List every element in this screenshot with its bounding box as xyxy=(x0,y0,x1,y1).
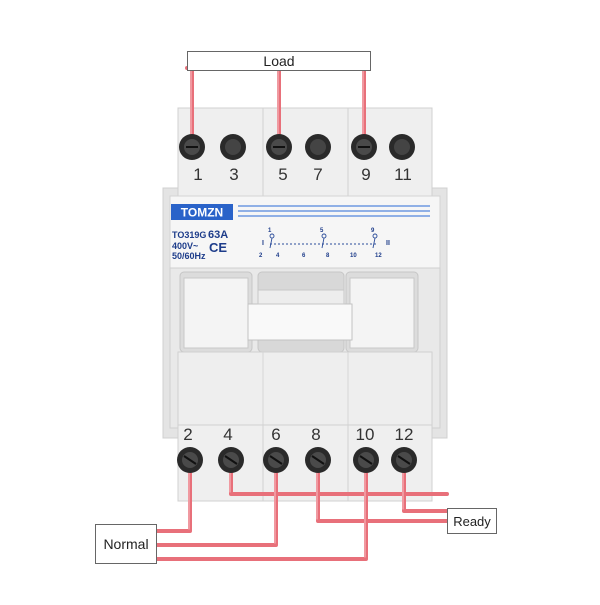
terminal-screw-11 xyxy=(389,134,415,160)
terminal-screw-9 xyxy=(351,134,377,160)
frequency-rating: 50/60Hz xyxy=(172,251,206,261)
terminal-label-2: 2 xyxy=(183,425,192,444)
terminal-screw-6 xyxy=(263,447,289,473)
position-one-label: I xyxy=(262,240,264,247)
brand-stripes xyxy=(238,205,430,217)
terminal-label-1: 1 xyxy=(193,165,202,184)
terminal-screw-5 xyxy=(266,134,292,160)
schematic-num-2: 2 xyxy=(259,253,263,259)
terminal-screw-2 xyxy=(177,447,203,473)
terminal-label-9: 9 xyxy=(361,165,370,184)
terminal-screw-12 xyxy=(391,447,417,473)
position-two-label: II xyxy=(386,240,390,247)
terminal-screw-4 xyxy=(218,447,244,473)
ready-wire-8 xyxy=(316,458,449,523)
bottom-terminal-numbers: 2 4 6 8 10 12 xyxy=(183,425,413,444)
load-label: Load xyxy=(187,51,371,71)
terminal-label-10: 10 xyxy=(356,425,375,444)
schematic-num-6: 6 xyxy=(302,253,306,259)
schematic-num-9: 9 xyxy=(371,228,375,234)
terminal-screw-1 xyxy=(179,134,205,160)
terminal-screw-3 xyxy=(220,134,246,160)
schematic-num-1: 1 xyxy=(268,228,272,234)
ce-mark: CE xyxy=(209,240,227,255)
schematic-num-8: 8 xyxy=(326,253,330,259)
voltage-rating: 400V~ xyxy=(172,241,198,251)
terminal-label-6: 6 xyxy=(271,425,280,444)
normal-wire-6 xyxy=(153,458,278,547)
top-terminals xyxy=(179,134,415,160)
terminal-label-4: 4 xyxy=(223,425,232,444)
switch-schematic xyxy=(269,233,378,249)
ready-wire-12 xyxy=(402,458,449,513)
current-rating: 63A xyxy=(208,229,228,241)
top-terminal-numbers: 1 3 5 7 9 11 xyxy=(193,165,412,184)
terminal-label-3: 3 xyxy=(229,165,238,184)
schematic-num-10: 10 xyxy=(350,253,357,259)
normal-label: Normal xyxy=(95,524,157,564)
schematic-num-12: 12 xyxy=(375,253,382,259)
terminal-screw-8 xyxy=(305,447,331,473)
svg-text:TOMZN: TOMZN xyxy=(181,206,223,220)
terminal-label-12: 12 xyxy=(395,425,414,444)
terminal-label-5: 5 xyxy=(278,165,287,184)
terminal-label-11: 11 xyxy=(394,165,412,184)
model-number: TO319G xyxy=(172,230,206,240)
schematic-num-5: 5 xyxy=(320,228,324,234)
bottom-terminals xyxy=(177,447,417,473)
terminal-screw-10 xyxy=(353,447,379,473)
schematic-num-4: 4 xyxy=(276,253,280,259)
ready-label: Ready xyxy=(447,508,497,534)
terminal-label-8: 8 xyxy=(311,425,320,444)
terminal-label-7: 7 xyxy=(313,165,322,184)
normal-wire-2 xyxy=(153,458,192,533)
terminal-screw-7 xyxy=(305,134,331,160)
brand-logo: TOMZN xyxy=(171,204,233,220)
